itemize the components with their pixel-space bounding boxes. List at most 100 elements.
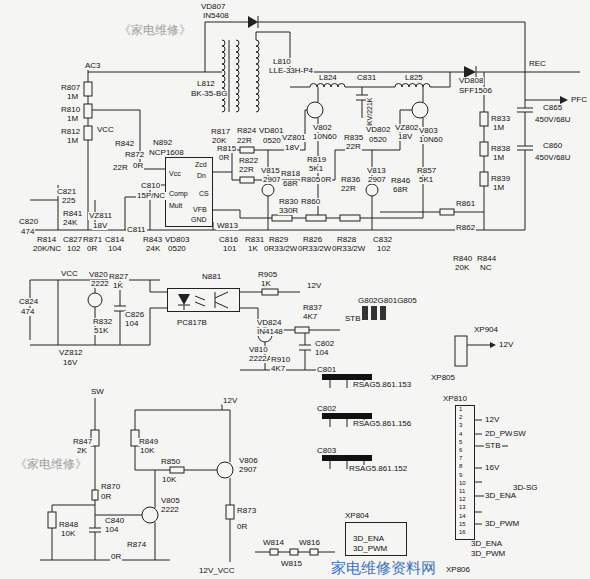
part-label: 20K: [454, 264, 470, 272]
part-label: R870: [100, 483, 121, 491]
part-label: 450V/68U: [534, 116, 572, 124]
wire: [184, 470, 217, 471]
part-label: R861: [455, 200, 476, 208]
pin-number: 3: [458, 422, 463, 428]
part-label: 104: [107, 245, 122, 253]
part-label: VD824: [256, 319, 282, 327]
part-label: STB: [344, 315, 362, 323]
resistor-symbol: [295, 327, 309, 333]
part-label: VZ801: [281, 134, 307, 142]
wire: [256, 32, 290, 72]
part-label: C826: [124, 311, 145, 319]
wire: [215, 292, 228, 298]
part-label: 225: [61, 197, 76, 205]
part-label: R910: [270, 356, 291, 364]
wire: [213, 210, 260, 218]
wire: [454, 212, 484, 213]
part-label: R833: [490, 115, 511, 123]
transistor-symbol: [88, 293, 102, 307]
part-label: 12V: [498, 341, 514, 349]
resistor-symbol: [226, 505, 234, 519]
pin-number: 9: [458, 472, 463, 478]
part-label: 0520: [368, 136, 388, 144]
resistor-symbol: [310, 549, 318, 555]
part-label: VZ802: [394, 124, 420, 132]
part-label: 10N60: [312, 133, 338, 141]
part-label: R829: [268, 236, 289, 244]
pin-name: Zcd: [194, 161, 208, 168]
part-label: R848: [58, 521, 79, 529]
wire: [517, 112, 533, 113]
wire: [30, 345, 150, 346]
wire: [114, 306, 126, 307]
part-label: 0R33/2W: [297, 245, 332, 253]
part-label: R831: [244, 236, 265, 244]
part-label: 1K: [260, 280, 272, 288]
part-label: 3D_ENA: [352, 535, 385, 543]
part-label: VCC: [96, 126, 115, 134]
part-label: R830: [278, 198, 299, 206]
resistor-symbol: [92, 490, 98, 500]
part-label: SW: [512, 430, 527, 438]
part-label: 16V: [62, 359, 78, 367]
part-label: 102: [376, 245, 391, 253]
resistor-symbol: [240, 147, 254, 153]
part-label: 450V/68U: [534, 154, 572, 162]
wire: [278, 552, 290, 553]
part-label: N881: [201, 273, 222, 281]
wire: [430, 72, 450, 87]
part-label: 102: [66, 245, 81, 253]
wire: [525, 100, 560, 101]
pin-name: Dn: [196, 172, 207, 179]
part-label: R836: [340, 176, 361, 184]
part-label: C810: [140, 182, 161, 190]
wire: [423, 87, 424, 102]
part-label: 0R: [236, 523, 248, 531]
part-label: R832: [92, 318, 113, 326]
part-label: R815: [216, 145, 237, 153]
wire: [362, 87, 363, 95]
part-label: R844: [476, 255, 497, 263]
wire: [230, 519, 231, 562]
part-label: 0R33/2W: [263, 245, 298, 253]
wire: [484, 156, 485, 172]
wire: [484, 126, 485, 142]
part-label: C802: [316, 405, 337, 413]
resistor-symbol: [480, 142, 488, 156]
wire: [52, 505, 95, 506]
coil-symbol: [256, 40, 259, 112]
part-label: 12V: [306, 282, 322, 290]
pin-number: 1: [458, 406, 463, 412]
resistor-symbol: [84, 104, 92, 118]
wire: [30, 280, 31, 300]
connector-pin: [475, 482, 482, 483]
part-label: 15P/NC: [136, 192, 166, 200]
wire: [330, 419, 331, 427]
part-label: 2907: [262, 176, 282, 184]
part-label: 4K7: [270, 365, 286, 373]
part-label: R905: [257, 271, 278, 279]
wire: [95, 307, 96, 345]
part-label: XP810: [442, 395, 468, 403]
part-label: 3KV/221K: [366, 96, 373, 130]
part-label: R828: [336, 236, 357, 244]
pin-number: 16: [458, 529, 467, 535]
resistor-symbol: [272, 215, 292, 221]
part-label: R814: [36, 236, 57, 244]
part-label: 104: [104, 526, 119, 534]
part-label: RSAG5.861.153: [352, 381, 412, 389]
wire: [58, 280, 59, 345]
part-label: VCC: [60, 270, 79, 278]
part-label: C865: [542, 104, 563, 112]
wire: [467, 345, 490, 346]
part-label: PFC: [570, 96, 588, 104]
part-label: 330R: [278, 207, 299, 215]
part-label: 24K: [62, 219, 78, 227]
wire: [268, 196, 269, 230]
part-label: R862: [455, 224, 476, 232]
part-label: R872: [124, 151, 145, 159]
part-label: R824: [236, 127, 257, 135]
wire: [230, 478, 231, 505]
pin-number: 12: [458, 496, 467, 502]
transistor-symbol: [262, 184, 274, 196]
